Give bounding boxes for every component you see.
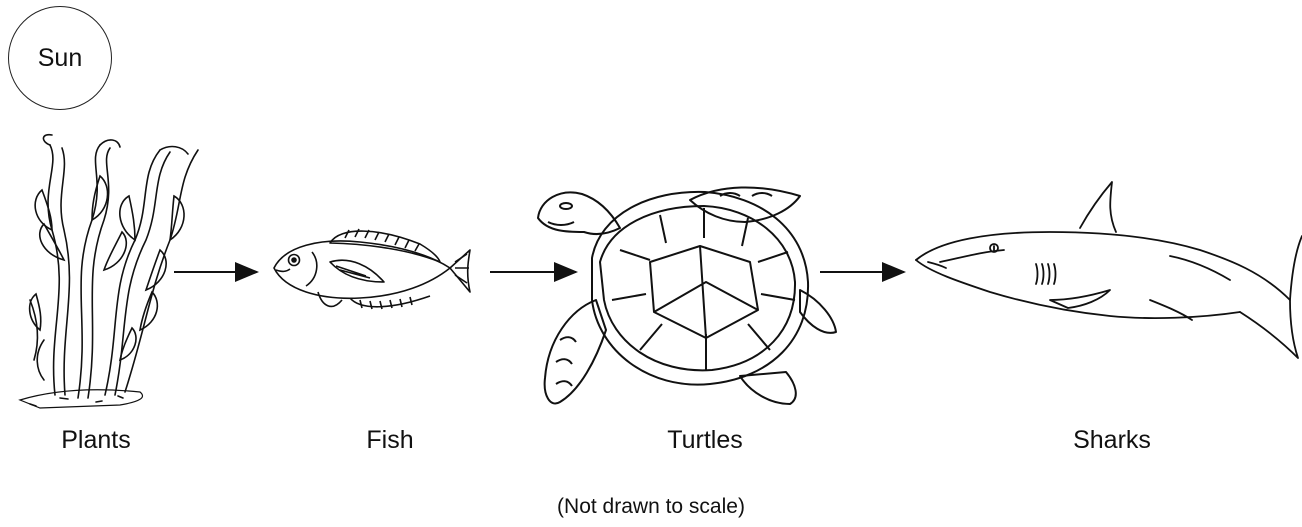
label-turtles: Turtles (667, 426, 742, 455)
scale-note: (Not drawn to scale) (557, 495, 745, 519)
label-sharks: Sharks (1073, 426, 1151, 455)
kelp-plant-icon (20, 135, 198, 408)
fish-icon (274, 229, 470, 309)
shark-icon (916, 182, 1302, 358)
label-plants: Plants (61, 426, 130, 455)
sea-turtle-icon (538, 187, 836, 404)
label-fish: Fish (366, 426, 413, 455)
